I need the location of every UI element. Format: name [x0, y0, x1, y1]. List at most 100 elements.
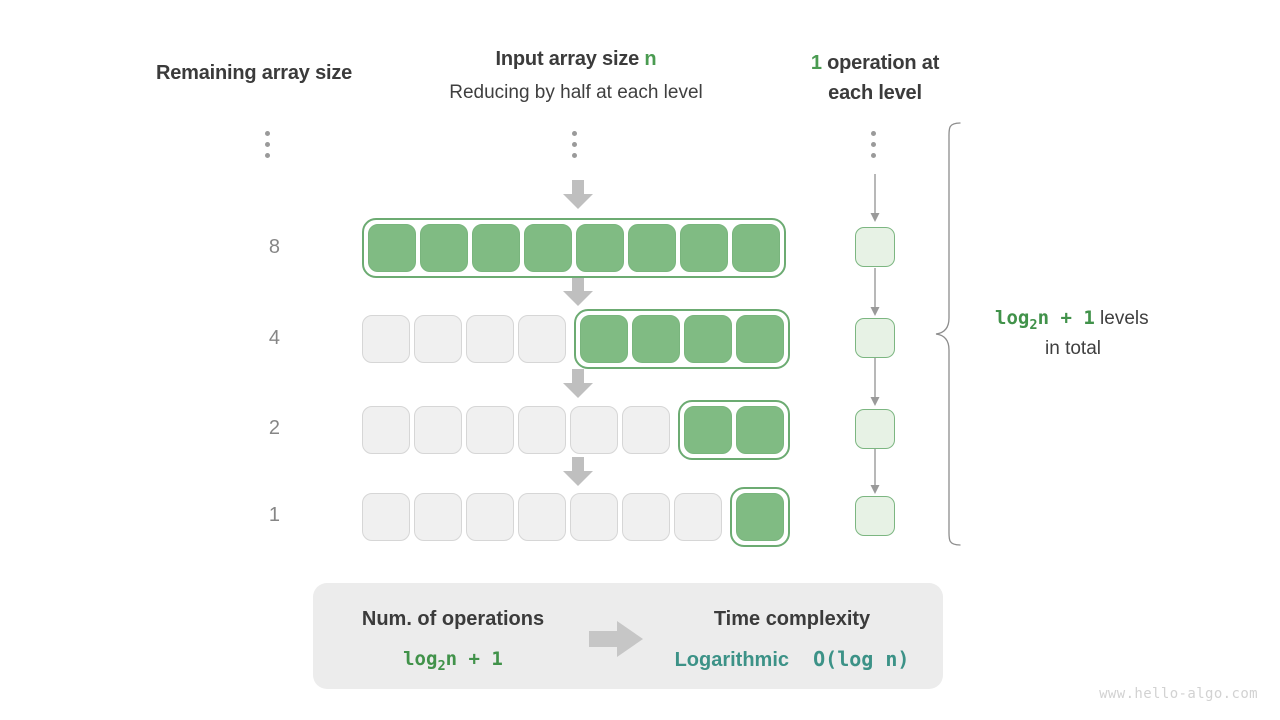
- array-cell-empty[interactable]: [518, 493, 566, 541]
- operation-box-level-4[interactable]: [855, 318, 895, 358]
- header-input-array-subtitle-label: Reducing by half at each level: [449, 82, 703, 103]
- header-operations-line1: 1 operation at: [775, 52, 975, 75]
- watermark-text: www.hello-algo.com: [1099, 686, 1258, 702]
- array-cell-empty[interactable]: [414, 493, 462, 541]
- header-operations-text: operation at: [821, 52, 940, 74]
- ellipsis-dot: [871, 142, 876, 147]
- ellipsis-dot: [265, 142, 270, 147]
- array-cell-filled[interactable]: [368, 224, 416, 272]
- highlight-group: [678, 400, 790, 460]
- highlight-group: [574, 309, 790, 369]
- level-label-4: 4: [240, 327, 280, 350]
- operation-box-level-2[interactable]: [855, 409, 895, 449]
- ellipsis-right-column: [871, 131, 876, 158]
- array-cell-filled[interactable]: [472, 224, 520, 272]
- array-cell-empty[interactable]: [466, 315, 514, 363]
- arrow-down-icon: [563, 457, 593, 486]
- array-cell-empty[interactable]: [362, 315, 410, 363]
- array-cell-filled[interactable]: [732, 224, 780, 272]
- array-cell-filled[interactable]: [736, 406, 784, 454]
- summary-left-value-tail: n + 1: [445, 648, 503, 670]
- array-cell-filled[interactable]: [680, 224, 728, 272]
- connector-arrow-icon: [870, 447, 880, 494]
- watermark: www.hello-algo.com: [1099, 686, 1258, 702]
- header-input-array-size-text: Input array size: [495, 48, 645, 70]
- array-row-level-8: [362, 218, 786, 278]
- array-cell-empty[interactable]: [570, 493, 618, 541]
- summary-left-value: log2n + 1: [333, 648, 573, 674]
- ellipsis-dot: [572, 131, 577, 136]
- header-input-array-size-variable: n: [644, 48, 657, 70]
- brace-formula-tail: n + 1: [1037, 307, 1095, 329]
- ellipsis-dot: [572, 142, 577, 147]
- ellipsis-dot: [265, 131, 270, 136]
- array-cell-filled[interactable]: [628, 224, 676, 272]
- array-row-level-1: [362, 487, 790, 547]
- array-cell-filled[interactable]: [736, 493, 784, 541]
- array-cell-filled[interactable]: [576, 224, 624, 272]
- brace-caption-formula: log2n + 1: [995, 307, 1095, 333]
- curly-brace-icon: [935, 122, 961, 546]
- brace-caption-suffix: levels: [1094, 308, 1149, 329]
- array-cell-filled[interactable]: [632, 315, 680, 363]
- header-operations-line2: each level: [775, 82, 975, 105]
- array-cell-empty[interactable]: [466, 406, 514, 454]
- summary-left-value-subscript: 2: [437, 657, 446, 674]
- summary-complexity-word: Logarithmic: [674, 649, 790, 671]
- array-cell-empty[interactable]: [362, 406, 410, 454]
- level-label-8-text: 8: [268, 236, 280, 258]
- operation-box-level-8[interactable]: [855, 227, 895, 267]
- ellipsis-dot: [871, 153, 876, 158]
- array-cell-empty[interactable]: [622, 406, 670, 454]
- array-cell-empty[interactable]: [518, 406, 566, 454]
- brace-formula-subscript: 2: [1029, 316, 1038, 333]
- array-cell-filled[interactable]: [524, 224, 572, 272]
- summary-right-title: Time complexity: [672, 608, 912, 631]
- array-cell-empty[interactable]: [570, 406, 618, 454]
- summary-right-title-text: Time complexity: [713, 608, 871, 630]
- header-remaining-array-size-label: Remaining array size: [156, 62, 353, 84]
- highlight-group: [362, 218, 786, 278]
- ellipsis-dot: [871, 131, 876, 136]
- arrow-down-icon: [563, 180, 593, 209]
- array-cell-empty[interactable]: [466, 493, 514, 541]
- arrow-right-icon: [589, 621, 643, 657]
- ellipsis-left-column: [265, 131, 270, 158]
- header-input-array-size: Input array size n: [376, 48, 776, 71]
- array-row-level-2: [362, 400, 790, 460]
- level-label-2: 2: [240, 417, 280, 440]
- summary-right-value: Logarithmic O(log n): [662, 647, 922, 672]
- header-operations-line2-label: each level: [828, 82, 922, 104]
- array-cell-filled[interactable]: [684, 406, 732, 454]
- array-cell-filled[interactable]: [684, 315, 732, 363]
- brace-formula-log: log: [995, 307, 1030, 329]
- array-cell-empty[interactable]: [674, 493, 722, 541]
- operation-box-level-1[interactable]: [855, 496, 895, 536]
- array-cell-empty[interactable]: [414, 406, 462, 454]
- brace-caption-line1: log2n + 1 levels: [995, 307, 1149, 333]
- array-cell-empty[interactable]: [622, 493, 670, 541]
- connector-arrow-icon: [870, 174, 880, 222]
- brace-caption-line2: in total: [1045, 338, 1101, 360]
- header-operations-count: 1: [810, 52, 822, 74]
- connector-arrow-icon: [870, 358, 880, 406]
- array-cell-filled[interactable]: [580, 315, 628, 363]
- array-cell-filled[interactable]: [736, 315, 784, 363]
- array-cell-empty[interactable]: [362, 493, 410, 541]
- highlight-group: [730, 487, 790, 547]
- ellipsis-dot: [572, 153, 577, 158]
- level-label-1-text: 1: [268, 504, 280, 526]
- ellipsis-dot: [265, 153, 270, 158]
- array-cell-empty[interactable]: [414, 315, 462, 363]
- array-cell-empty[interactable]: [518, 315, 566, 363]
- ellipsis-middle-column: [572, 131, 577, 158]
- array-cell-filled[interactable]: [420, 224, 468, 272]
- header-input-array-subtitle: Reducing by half at each level: [376, 82, 776, 104]
- summary-left-value-log: log: [403, 648, 438, 670]
- connector-arrow-icon: [870, 268, 880, 316]
- summary-complexity-bigo-text: O(log n): [813, 647, 910, 671]
- level-label-1: 1: [240, 504, 280, 527]
- summary-complexity-bigo: O(log n): [789, 647, 909, 671]
- header-remaining-array-size: Remaining array size: [156, 62, 352, 85]
- level-label-8: 8: [240, 236, 280, 259]
